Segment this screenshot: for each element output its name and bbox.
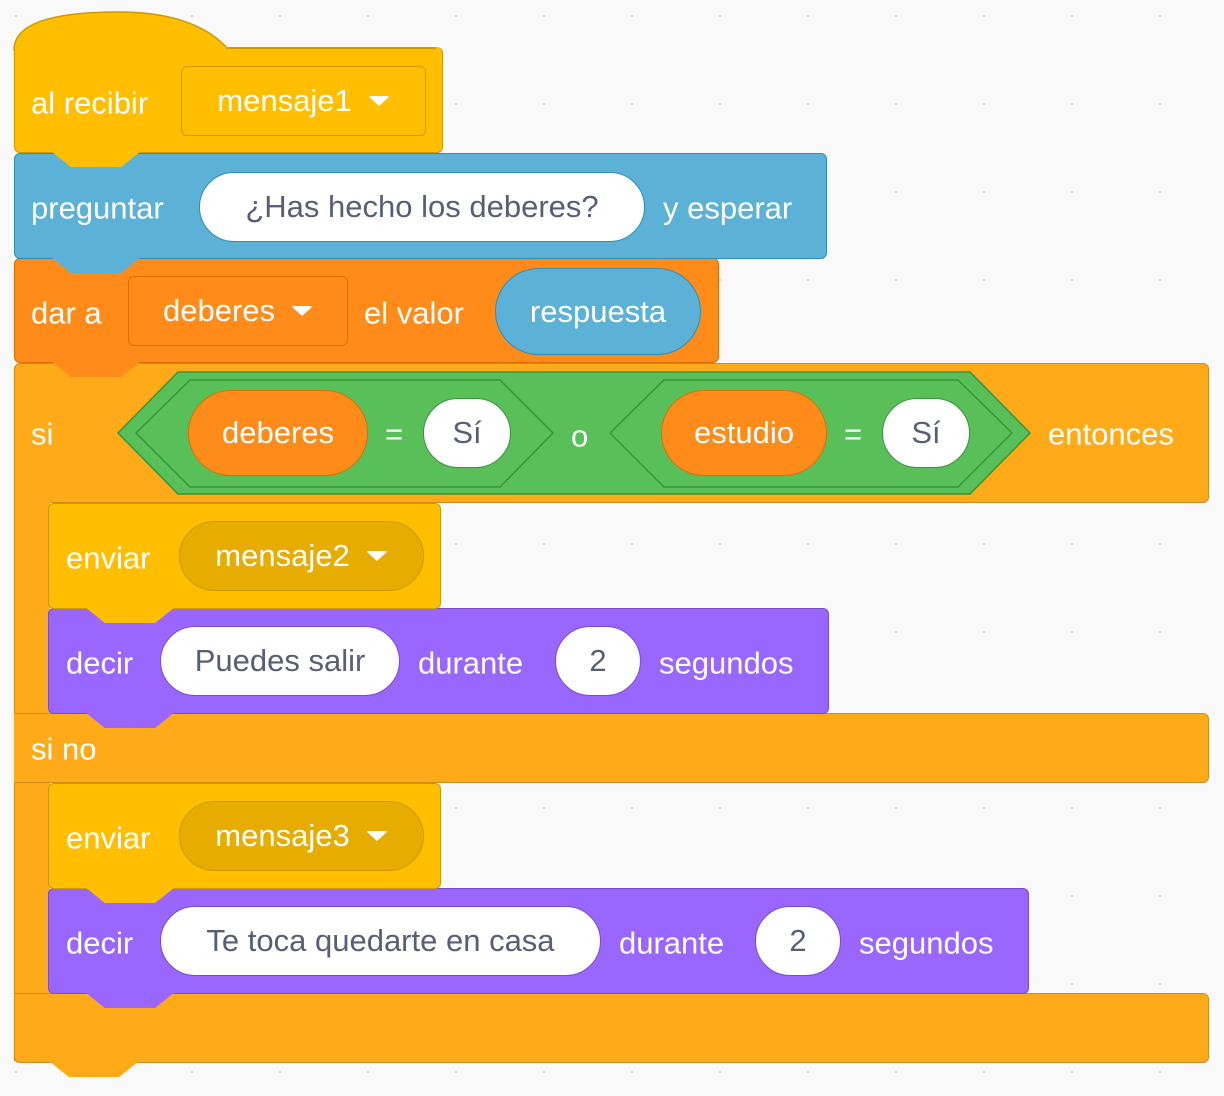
- broadcast-label: enviar: [66, 540, 151, 576]
- equals-operator: =: [385, 416, 404, 452]
- if-bottom-arm: [14, 993, 1209, 1077]
- hat-edge: [226, 47, 436, 49]
- variable-reporter-deberes[interactable]: deberes: [188, 390, 368, 476]
- variable-reporter-estudio[interactable]: estudio: [661, 390, 827, 476]
- else-arm: [14, 713, 1209, 783]
- say-text-input[interactable]: Puedes salir: [160, 626, 400, 696]
- broadcast-message-dropdown[interactable]: mensaje2: [179, 521, 424, 591]
- say-label: decir: [66, 645, 134, 681]
- message-dropdown[interactable]: mensaje1: [181, 66, 426, 136]
- or-label: o: [571, 418, 589, 454]
- say-mid-label: durante: [619, 925, 725, 961]
- say-mid-label: durante: [418, 645, 524, 681]
- say-label: decir: [66, 925, 134, 961]
- variable-name: deberes: [162, 293, 276, 328]
- broadcast-message-dropdown[interactable]: mensaje3: [179, 801, 424, 871]
- question-input[interactable]: ¿Has hecho los deberes?: [199, 172, 645, 242]
- set-label: dar a: [31, 295, 102, 331]
- if-label: si: [31, 416, 54, 452]
- broadcast-label: enviar: [66, 820, 151, 856]
- chevron-down-icon: [365, 831, 388, 841]
- chevron-down-icon: [365, 551, 388, 561]
- hat-label: al recibir: [31, 85, 149, 121]
- chevron-down-icon: [367, 96, 390, 106]
- compare-value-input[interactable]: Sí: [882, 398, 970, 468]
- else-label: si no: [31, 731, 97, 767]
- say-end-label: segundos: [659, 645, 794, 681]
- say-text-input[interactable]: Te toca quedarte en casa: [160, 906, 601, 976]
- answer-reporter[interactable]: respuesta: [495, 268, 701, 355]
- hat-dome: [13, 11, 230, 51]
- set-mid-label: el valor: [364, 295, 464, 331]
- variable-dropdown[interactable]: deberes: [128, 276, 348, 346]
- say-end-label: segundos: [859, 925, 994, 961]
- say-block[interactable]: [48, 608, 829, 728]
- chevron-down-icon: [291, 306, 314, 316]
- message-name: mensaje1: [217, 83, 352, 118]
- ask-suffix: y esperar: [663, 190, 793, 226]
- message-name: mensaje2: [215, 538, 350, 573]
- equals-operator: =: [844, 416, 863, 452]
- message-name: mensaje3: [215, 818, 350, 853]
- ask-label: preguntar: [31, 190, 164, 226]
- compare-value-input[interactable]: Sí: [423, 398, 511, 468]
- seconds-input[interactable]: 2: [555, 626, 641, 696]
- seconds-input[interactable]: 2: [755, 906, 841, 976]
- then-label: entonces: [1048, 416, 1174, 452]
